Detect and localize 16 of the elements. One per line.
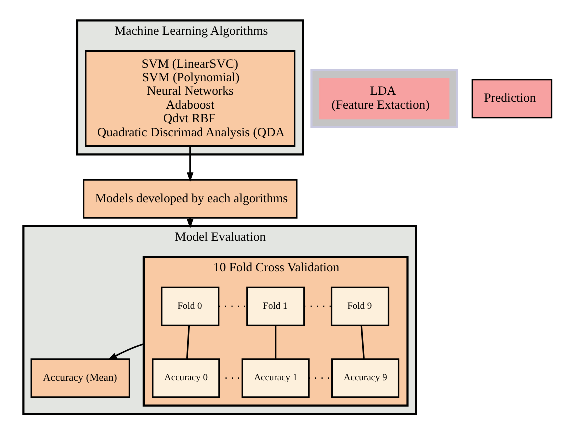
node-box: Accuracy 1 xyxy=(241,358,310,398)
node-box: Prediction xyxy=(471,79,552,119)
arrow xyxy=(107,344,144,361)
node-box: Accuracy (Mean) xyxy=(30,358,130,398)
node-box: LDA (Feature Extaction) xyxy=(318,78,450,120)
node-box: Fold 9 xyxy=(330,286,390,326)
connector xyxy=(274,326,276,359)
arrow xyxy=(186,146,194,182)
node-box: Accuracy 9 xyxy=(331,358,400,398)
node-box: Accuracy 0 xyxy=(152,358,220,398)
node-box: Fold 1 xyxy=(246,286,305,326)
connector xyxy=(360,326,364,359)
cluster xyxy=(310,69,458,128)
node-box: SVM (LinearSVC) SVM (Polynomial) Neural Networks Adaboost Qdvt RBF Quadratic Discrimad Analysis (QDA xyxy=(84,50,296,148)
node-box: Fold 0 xyxy=(160,286,220,326)
connector xyxy=(186,326,190,359)
